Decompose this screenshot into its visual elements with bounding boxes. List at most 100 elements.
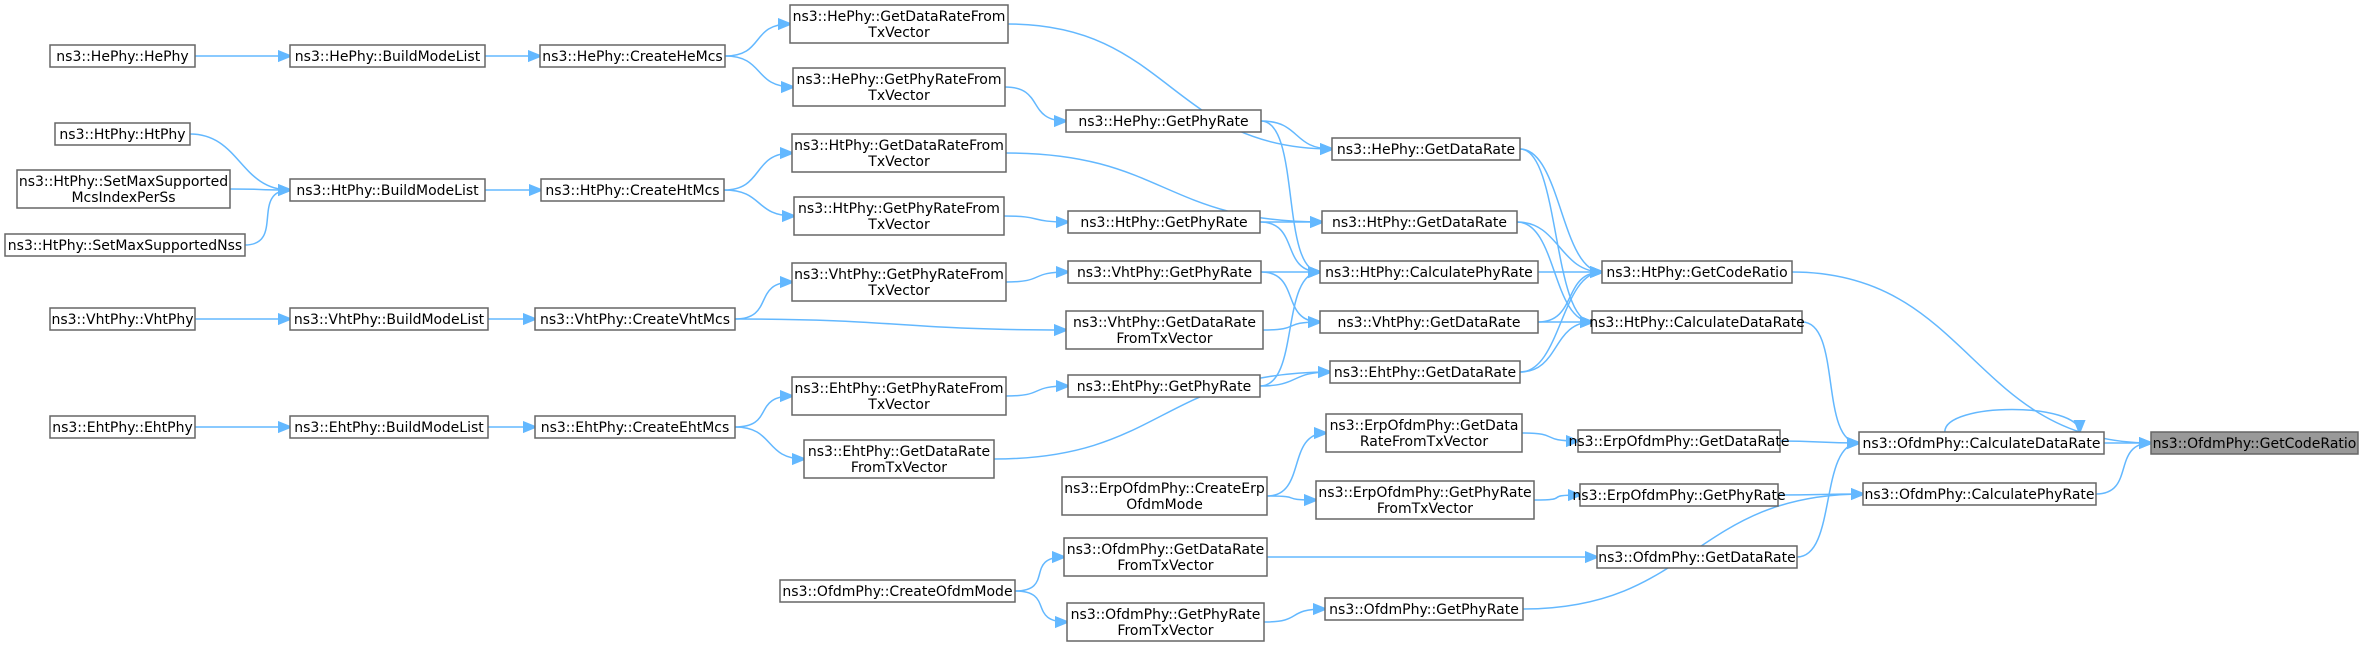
node-label: ns3::VhtPhy::GetDataRate [1073,315,1256,331]
node-box [1325,413,1523,453]
node-ofdmphy-calculatephyrate[interactable]: ns3::OfdmPhy::CalculatePhyRate [1862,482,2097,506]
node-vhtphy-buildmodelist[interactable]: ns3::VhtPhy::BuildModeList [289,307,489,331]
node-box [54,122,191,146]
node-htphy-buildmodelist[interactable]: ns3::HtPhy::BuildModeList [289,178,486,202]
edge-vhtphy_getphyrate-to-vhtphy_getdatarate [1260,271,1320,322]
node-ehtphy-ehtphy[interactable]: ns3::EhtPhy::EhtPhy [49,415,196,439]
node-ehtphy-createehtmcs[interactable]: ns3::EhtPhy::CreateEhtMcs [534,415,736,439]
node-ehtphy-buildmodelist[interactable]: ns3::EhtPhy::BuildModeList [289,415,489,439]
edge-hephy_getphyrate-to-hephy_getdatarate [1260,120,1332,149]
node-hephy-buildmodelist[interactable]: ns3::HePhy::BuildModeList [289,44,486,68]
node-label: ns3::ErpOfdmPhy::GetDataRate [1569,434,1790,450]
node-box [1331,137,1521,161]
node-box [1319,260,1539,284]
node-box [793,196,1005,236]
node-hephy-getdatarate[interactable]: ns3::HePhy::GetDataRate [1331,137,1521,161]
edge-htphy_createhtmcs-to-htphy_getphyratefromtxvector [723,189,794,216]
node-label: ns3::VhtPhy::GetPhyRate [1077,265,1252,281]
node-label: TxVector [867,283,930,299]
edge-erpofdmphy_getphyratefromtxvector-to-erpofdmphy_getphyrate [1533,495,1580,500]
node-ofdmphy-calculatedatarate[interactable]: ns3::OfdmPhy::CalculateDataRate [1858,431,2105,455]
node-htphy-setmaxsupportednss[interactable]: ns3::HtPhy::SetMaxSupportedNss [4,233,246,257]
node-ofdmphy-createofdmmode[interactable]: ns3::OfdmPhy::CreateOfdmMode [779,579,1016,603]
node-box [534,415,736,439]
edge-ehtphy_createehtmcs-to-ehtphy_getphyratefromtxvector [734,396,792,428]
node-label: RateFromTxVector [1360,434,1488,450]
node-box [16,169,231,209]
node-ehtphy-getphyrate[interactable]: ns3::EhtPhy::GetPhyRate [1067,374,1261,398]
node-box [540,178,725,202]
node-label: ns3::HtPhy::GetPhyRateFrom [798,201,1000,217]
node-box [1324,597,1524,621]
node-label: ns3::HtPhy::BuildModeList [296,183,479,199]
node-htphy-calculatephyrate[interactable]: ns3::HtPhy::CalculatePhyRate [1319,260,1539,284]
node-label: FromTxVector [1117,623,1213,639]
edge-htphy_getdatarate-to-htphy_getcoderatio [1516,221,1602,272]
node-label: ns3::OfdmPhy::GetPhyRate [1071,607,1261,623]
edge-htphy_getcoderatio-to-ofdmphy_getcoderatio [1791,271,2151,443]
node-label: ns3::HePhy::GetPhyRate [1078,114,1248,130]
node-box [1066,602,1265,642]
edge-htphy_createhtmcs-to-htphy_getdataratefromtxvector [723,153,792,191]
node-ofdmphy-getphyrate[interactable]: ns3::OfdmPhy::GetPhyRate [1324,597,1524,621]
node-erpofdmphy-getphyrate[interactable]: ns3::ErpOfdmPhy::GetPhyRate [1572,483,1786,507]
edge-ofdmphy_calculatedatarate-to-ofdmphy_calculatedatarate [1944,408,2080,433]
edge-erpofdmphy_createerpofdmmode-to-erpofdmphy_getphyratefromtxvector [1266,496,1316,500]
node-vhtphy-getdatarate[interactable]: ns3::VhtPhy::GetDataRate [1319,310,1539,334]
node-label: ns3::VhtPhy::CreateVhtMcs [540,312,730,328]
node-erpofdmphy-getdatarate[interactable]: ns3::ErpOfdmPhy::GetDataRate [1569,429,1790,453]
node-vhtphy-createvhtmcs[interactable]: ns3::VhtPhy::CreateVhtMcs [534,307,736,331]
node-ehtphy-getdatarate[interactable]: ns3::EhtPhy::GetDataRate [1329,360,1521,384]
node-htphy-getdatarate[interactable]: ns3::HtPhy::GetDataRate [1321,210,1518,234]
node-label: ns3::HtPhy::SetMaxSupported [19,174,228,190]
node-ofdmphy-getcoderatio[interactable]: ns3::OfdmPhy::GetCodeRatio [2150,431,2359,455]
node-hephy-hephy[interactable]: ns3::HePhy::HePhy [49,44,196,68]
node-htphy-getphyrate[interactable]: ns3::HtPhy::GetPhyRate [1067,210,1261,234]
node-box [49,415,196,439]
edge-erpofdmphy_createerpofdmmode-to-erpofdmphy_getdataratefromtxvector [1266,433,1326,497]
node-box [789,4,1009,44]
edge-hephy_createhemcs-to-hephy_getphyratefromtxvector [724,55,793,87]
node-label: ns3::OfdmPhy::CalculateDataRate [1863,436,2101,452]
node-hephy-getphyrate[interactable]: ns3::HePhy::GetPhyRate [1065,109,1262,133]
node-label: ns3::ErpOfdmPhy::GetData [1330,418,1519,434]
node-htphy-calculatedatarate[interactable]: ns3::HtPhy::CalculateDataRate [1589,310,1805,334]
node-box [1579,483,1779,507]
node-box [1329,360,1521,384]
node-ofdmphy-getdatarate[interactable]: ns3::OfdmPhy::GetDataRate [1596,545,1798,569]
node-htphy-getcoderatio[interactable]: ns3::HtPhy::GetCodeRatio [1601,260,1793,284]
node-label: FromTxVector [1116,331,1212,347]
node-label: FromTxVector [1117,558,1213,574]
node-vhtphy-vhtphy[interactable]: ns3::VhtPhy::VhtPhy [49,307,196,331]
edge-htphy_calculatedatarate-to-ofdmphy_calculatedatarate [1801,321,1859,443]
node-label: ns3::EhtPhy::GetPhyRate [1077,379,1251,395]
node-box [791,133,1007,173]
node-label: ns3::OfdmPhy::GetCodeRatio [2153,436,2357,452]
node-hephy-createhemcs[interactable]: ns3::HePhy::CreateHeMcs [539,44,726,68]
node-vhtphy-getphyrate[interactable]: ns3::VhtPhy::GetPhyRate [1067,260,1262,284]
node-box [1862,482,2097,506]
node-htphy-createhtmcs[interactable]: ns3::HtPhy::CreateHtMcs [540,178,725,202]
node-box [1601,260,1793,284]
node-htphy-htphy[interactable]: ns3::HtPhy::HtPhy [54,122,191,146]
node-box [1591,310,1803,334]
edge-ehtphy_getdatarate-to-htphy_getcoderatio [1519,272,1602,373]
node-box [289,307,489,331]
node-label: ns3::EhtPhy::BuildModeList [294,420,484,436]
node-label: ns3::VhtPhy::BuildModeList [294,312,485,328]
